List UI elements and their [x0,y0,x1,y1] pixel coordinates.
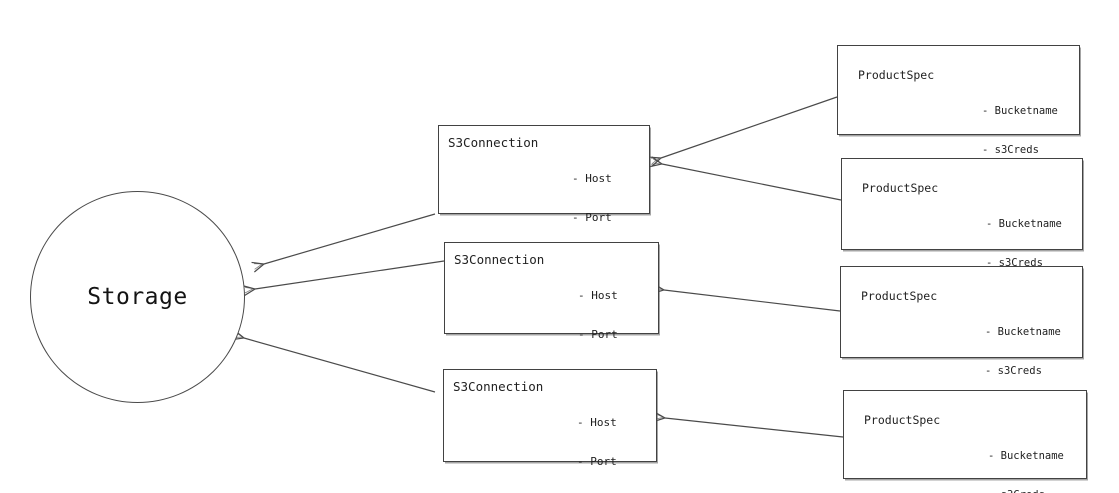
product-spec-4-attr-s3creds: - s3Creds [988,489,1064,493]
edge-productspec1-s3connection1[interactable] [648,96,838,167]
edge-productspec2-s3connection1[interactable] [649,156,842,201]
s3-connection-1-attr-port: - Port [572,211,612,224]
product-spec-3-attr-s3creds: - s3Creds [985,365,1042,377]
product-spec-2-title: ProductSpec [862,181,939,195]
product-spec-3-attr-bucketname: - Bucketname [985,326,1061,338]
s3-connection-2-title: S3Connection [454,252,545,267]
s3-connection-1-title: S3Connection [448,135,539,150]
product-spec-node-3[interactable]: ProductSpec - Bucketname - s3Creds [840,266,1083,377]
s3-connection-2-attr-host: - Host [578,289,618,302]
s3-connection-node-1[interactable]: S3Connection - Host - Port - TLS [438,125,650,263]
s3-connection-3-attr-port: - Port [577,455,617,468]
edge-productspec4-s3connection3[interactable] [652,411,844,438]
edge-s3connection1-storage[interactable] [251,213,436,273]
s3-connection-1-attr-host: - Host [572,172,612,185]
product-spec-1-title: ProductSpec [858,68,935,82]
product-spec-1-attr-bucketname: - Bucketname [982,105,1058,117]
s3-connection-3-title: S3Connection [453,379,544,394]
s3-connection-2-attr-port: - Port [578,328,618,341]
s3-connection-node-3[interactable]: S3Connection - Host - Port - TLS [443,369,657,468]
storage-label: Storage [87,284,188,310]
s3-connection-node-2[interactable]: S3Connection - Host - Port - TLS [444,242,659,380]
product-spec-2-attr-bucketname: - Bucketname [986,218,1062,230]
product-spec-node-4[interactable]: ProductSpec - Bucketname - s3Creds [843,390,1087,493]
product-spec-1-attr-s3creds: - s3Creds [982,144,1039,156]
product-spec-4-attr-bucketname: - Bucketname [988,450,1064,462]
product-spec-3-title: ProductSpec [861,289,938,303]
product-spec-node-2[interactable]: ProductSpec - Bucketname - s3Creds [841,158,1083,269]
product-spec-node-1[interactable]: ProductSpec - Bucketname - s3Creds [837,45,1080,156]
edge-s3connection2-storage[interactable] [242,260,445,297]
storage-node[interactable]: Storage [30,191,245,403]
s3-connection-3-attr-host: - Host [577,416,617,429]
edge-productspec3-s3connection2[interactable] [651,283,841,312]
product-spec-4-title: ProductSpec [864,413,941,427]
edge-s3connection3-storage[interactable] [231,329,436,393]
